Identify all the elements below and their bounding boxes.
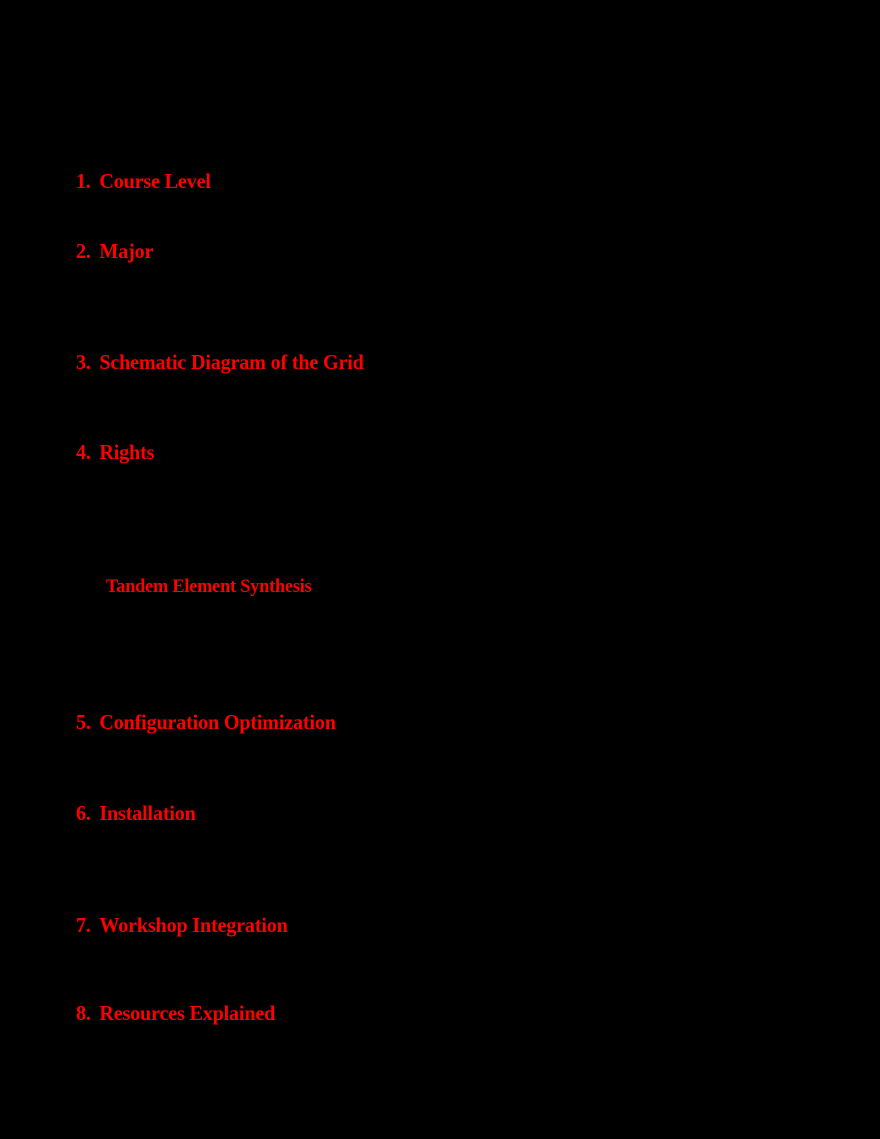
- outline-item-number: 3.: [76, 350, 91, 374]
- outline-heading[interactable]: 7. Workshop Integration: [76, 914, 288, 936]
- outline-heading[interactable]: 1. Course Level: [76, 170, 211, 192]
- outline-item-label: Course Level: [99, 169, 211, 193]
- outline-heading[interactable]: 5. Configuration Optimization: [76, 711, 336, 733]
- outline-item-number: 6.: [76, 801, 91, 825]
- outline-heading[interactable]: 2. Major: [76, 240, 153, 262]
- outline-item-number: 4.: [76, 440, 91, 464]
- outline-item-label: Schematic Diagram of the Grid: [99, 350, 364, 374]
- outline-item-number: 7.: [76, 913, 91, 937]
- outline-item-label: Major: [99, 239, 154, 263]
- outline-item-number: 1.: [76, 169, 91, 193]
- outline-heading[interactable]: 4. Rights: [76, 441, 154, 463]
- outline-subheading[interactable]: Tandem Element Synthesis: [106, 577, 312, 597]
- outline-item-label: Configuration Optimization: [99, 710, 336, 734]
- outline-item-label: Workshop Integration: [99, 913, 288, 937]
- outline-item-label: Installation: [99, 801, 196, 825]
- outline-item-label: Rights: [99, 440, 155, 464]
- outline-item-number: 2.: [76, 239, 91, 263]
- outline-heading[interactable]: 6. Installation: [76, 802, 196, 824]
- outline-item-number: 5.: [76, 710, 91, 734]
- outline-item-label: Tandem Element Synthesis: [106, 576, 312, 597]
- outline-heading[interactable]: 8. Resources Explained: [76, 1002, 275, 1024]
- outline-item-label: Resources Explained: [99, 1001, 276, 1025]
- outline-item-number: 8.: [76, 1001, 91, 1025]
- outline-heading[interactable]: 3. Schematic Diagram of the Grid: [76, 351, 364, 373]
